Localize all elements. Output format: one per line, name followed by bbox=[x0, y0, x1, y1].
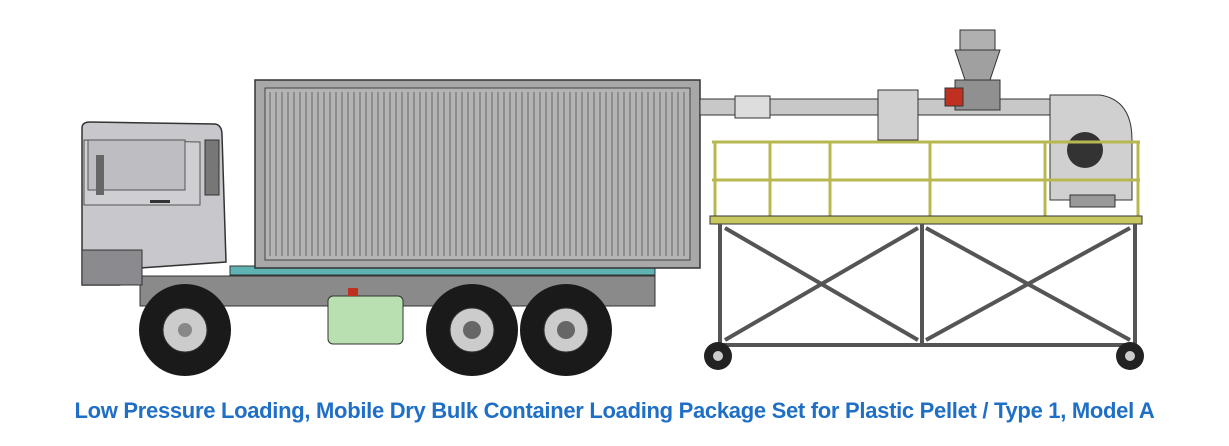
rear-wheel-2 bbox=[520, 284, 612, 376]
platform-wheel-left bbox=[704, 342, 732, 370]
figure-caption: Low Pressure Loading, Mobile Dry Bulk Co… bbox=[74, 398, 1155, 423]
loading-platform bbox=[699, 29, 1144, 370]
blower bbox=[1049, 94, 1133, 208]
dry-bulk-container bbox=[254, 79, 701, 269]
tail-light bbox=[348, 288, 358, 296]
platform-deck bbox=[709, 215, 1143, 225]
safety-railing bbox=[712, 140, 1140, 218]
support-frame bbox=[718, 224, 1137, 347]
truck bbox=[81, 79, 701, 376]
rear-wheel-1 bbox=[426, 284, 518, 376]
rotary-valve bbox=[944, 29, 1001, 111]
platform-wheel-right bbox=[1116, 342, 1144, 370]
truck-cab bbox=[81, 121, 227, 286]
motor bbox=[944, 87, 964, 107]
front-wheel bbox=[139, 284, 231, 376]
green-tank bbox=[327, 295, 404, 345]
